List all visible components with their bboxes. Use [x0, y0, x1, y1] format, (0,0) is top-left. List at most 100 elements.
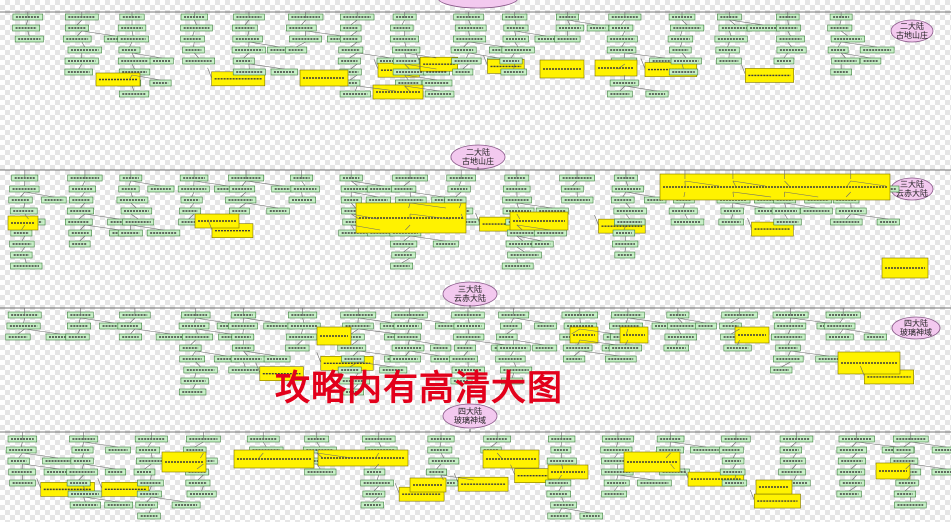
connector	[665, 452, 671, 459]
connector	[197, 474, 204, 481]
connector	[676, 339, 679, 346]
connector	[747, 217, 752, 229]
connector	[131, 63, 135, 70]
connector	[84, 213, 120, 220]
connector	[77, 328, 81, 335]
connector	[625, 213, 630, 220]
connector	[194, 52, 199, 59]
connector	[640, 58, 646, 69]
connector	[243, 350, 278, 357]
connector	[403, 180, 411, 187]
connector	[567, 19, 571, 26]
task-nodes	[5, 13, 951, 520]
connector	[193, 41, 195, 48]
connector	[594, 215, 599, 226]
connector	[247, 30, 250, 37]
connector	[404, 85, 440, 92]
connector	[349, 52, 358, 59]
connector	[558, 474, 562, 481]
connector	[83, 441, 119, 448]
connector	[573, 350, 581, 357]
connector	[194, 180, 229, 187]
connector	[239, 202, 247, 209]
connector	[787, 350, 791, 357]
connector	[790, 350, 830, 357]
connector	[516, 202, 553, 209]
connector	[83, 485, 86, 492]
connector	[781, 361, 791, 368]
connector	[741, 64, 746, 75]
connector	[316, 463, 321, 470]
connector	[200, 452, 204, 459]
connector	[316, 452, 324, 459]
connector	[625, 202, 631, 209]
connector	[440, 452, 445, 459]
watermark-text: 攻略内有高清大图	[275, 369, 564, 409]
connector	[352, 350, 359, 357]
connector	[905, 463, 911, 470]
connector	[510, 464, 515, 475]
connector	[195, 361, 201, 368]
connector	[128, 74, 133, 81]
connector	[131, 52, 135, 59]
connector	[624, 52, 666, 59]
connector	[787, 328, 791, 335]
connector	[21, 246, 26, 253]
connector	[357, 52, 392, 59]
connector	[36, 478, 42, 489]
connector	[151, 452, 153, 459]
connector	[510, 52, 515, 59]
connector	[749, 489, 755, 501]
connector	[680, 41, 683, 48]
connector	[301, 19, 306, 26]
connector	[790, 317, 829, 324]
connector	[558, 485, 562, 492]
connector	[350, 19, 358, 26]
connector	[837, 41, 842, 48]
connector	[375, 452, 380, 459]
connector	[622, 30, 626, 37]
connector	[513, 63, 515, 70]
hub-continent-4-line2: 玻璃神域	[454, 415, 486, 425]
connector	[194, 441, 204, 448]
connector	[516, 246, 525, 253]
connector	[409, 339, 441, 346]
connector	[24, 213, 29, 220]
connector	[625, 191, 656, 198]
connector	[440, 474, 474, 481]
connector	[624, 85, 658, 92]
connector	[262, 441, 267, 448]
side-label-2-line2: 古地山庄	[896, 30, 928, 40]
connector	[839, 19, 842, 26]
connector	[410, 213, 450, 220]
connector	[516, 224, 523, 231]
connector	[404, 85, 410, 92]
connector	[617, 63, 626, 70]
connector	[856, 441, 899, 448]
connector	[78, 213, 86, 220]
connector	[129, 317, 136, 324]
connector	[79, 235, 86, 242]
connector	[792, 452, 797, 459]
connector	[579, 328, 616, 335]
connector	[81, 41, 86, 48]
connector	[21, 235, 26, 242]
connector	[83, 496, 119, 503]
connector	[483, 55, 488, 66]
connector	[404, 74, 438, 81]
connector	[191, 191, 195, 198]
connector	[464, 339, 469, 346]
connector	[243, 350, 249, 357]
connector	[623, 224, 627, 231]
connector	[626, 328, 629, 335]
connector	[403, 246, 411, 253]
connector	[683, 468, 689, 479]
connector	[195, 317, 228, 324]
connector	[354, 85, 358, 92]
connector	[415, 53, 421, 64]
connector	[305, 30, 344, 37]
connector	[130, 328, 136, 335]
task-node	[178, 322, 210, 330]
connector	[20, 191, 26, 198]
hub-continent-2: 二大陆 古地山庄	[450, 144, 506, 170]
